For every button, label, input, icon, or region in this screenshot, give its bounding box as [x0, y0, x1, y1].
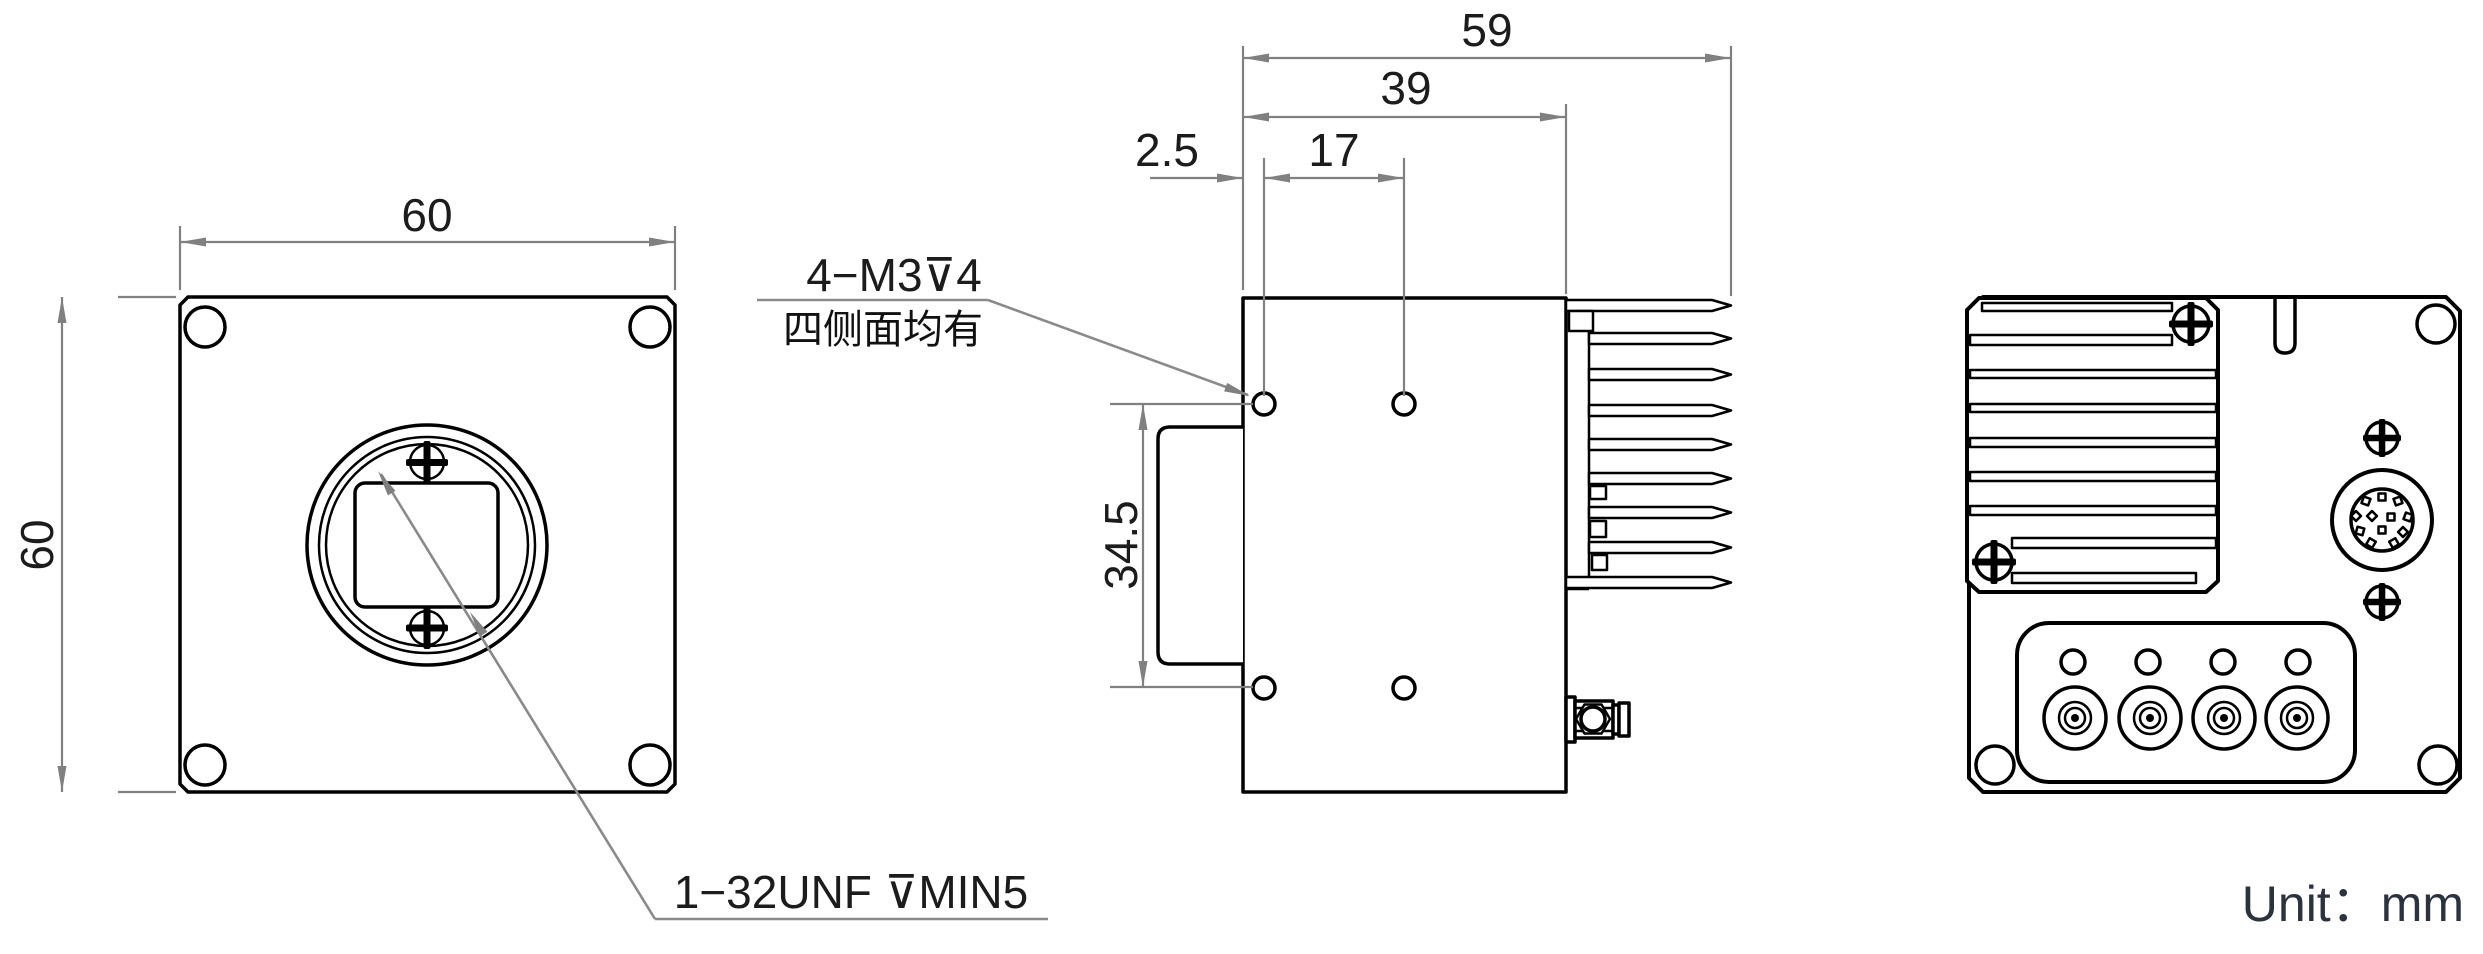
heatsink-slot-6: [1968, 470, 2218, 483]
back-corner-hole-br: [2417, 744, 2459, 786]
dim-front-width: 60: [178, 189, 677, 290]
lens-screw-bottom: [406, 607, 448, 649]
front-panel-outline: [178, 295, 677, 794]
m12-connector: [2330, 468, 2434, 572]
heatsink-slot-4: [1968, 402, 2218, 414]
dim-hole-row-spacing: 34.5: [1095, 402, 1253, 689]
fin-4: [1587, 403, 1733, 418]
side-hole-bottom-rear: [1391, 675, 1417, 701]
front-corner-hole-bl: [183, 743, 227, 787]
heatsink-slot-5: [1968, 436, 2218, 449]
led-indicator-1: [2059, 648, 2087, 676]
fin-clip-1: [1588, 484, 1608, 501]
m12-pins: [2349, 492, 2414, 550]
dim-label-hole-row-spacing: 34.5: [1095, 500, 1147, 590]
leader-lens-thread-note: 1−32UNF ⊽MIN5: [378, 471, 1048, 921]
note-side-holes-line1: 4−M3⊽4: [806, 249, 982, 301]
heat-sink-back: [1965, 296, 2220, 594]
heatsink-slot-8: [2010, 536, 2218, 550]
heatsink-slot-7: [1968, 504, 2218, 517]
heat-sink-side: [1564, 298, 1733, 591]
unit-note: Unit：mm: [2242, 876, 2464, 932]
front-view: 60 60: [11, 189, 677, 794]
lens-screw-top: [406, 441, 448, 483]
back-screw-left: [1972, 540, 2016, 584]
fin-3: [1587, 367, 1733, 382]
fin-9: [1564, 575, 1733, 590]
fin-5: [1587, 437, 1733, 452]
back-top-slot: [2273, 296, 2297, 355]
dim-front-height: 60: [11, 295, 176, 794]
io-connector-panel: [2015, 621, 2357, 784]
lens-mid-ring: [317, 435, 537, 655]
fin-2: [1587, 331, 1733, 346]
dim-label-total-depth: 59: [1461, 4, 1512, 56]
side-view: 59 39 2.5 17 34.5: [378, 4, 1733, 921]
thumbscrew-head: [1579, 705, 1607, 733]
coax-connector-1: [2042, 685, 2108, 751]
lens-outer-ring: [305, 423, 549, 667]
side-thumbscrew: [1564, 695, 1631, 744]
side-hole-bottom-front: [1251, 675, 1277, 701]
fin-7: [1587, 505, 1733, 520]
heatsink-slot-1: [1980, 301, 2174, 313]
dim-hole-offset: 2.5: [1135, 124, 1243, 183]
side-lens-protrusion: [1156, 425, 1243, 666]
front-corner-hole-tr: [628, 305, 672, 349]
heatsink-slot-9: [2010, 571, 2198, 585]
side-hole-top-rear: [1391, 391, 1417, 417]
m12-inner: [2349, 487, 2415, 553]
side-hole-top-front: [1251, 391, 1277, 417]
io-panel-outline: [2015, 621, 2357, 784]
led-indicator-2: [2134, 648, 2162, 676]
led-indicator-3: [2209, 648, 2237, 676]
heatsink-slot-2: [1968, 333, 2174, 347]
fin-8: [1587, 540, 1733, 555]
fin-clip-2: [1588, 519, 1608, 539]
back-view: [1965, 295, 2462, 794]
back-screw-top: [2169, 302, 2213, 346]
back-screw-right-upper: [2363, 419, 2401, 457]
fin-1: [1564, 298, 1733, 313]
dim-label-body-depth: 39: [1380, 62, 1431, 114]
dim-hole-pitch: 17: [1262, 124, 1406, 396]
note-side-holes-line2: 四侧面均有: [783, 308, 983, 352]
back-screw-right-lower: [2363, 583, 2401, 621]
m12-outer: [2330, 468, 2434, 572]
coax-connector-4: [2264, 685, 2330, 751]
coax-connector-2: [2117, 685, 2183, 751]
led-indicator-4: [2284, 648, 2312, 676]
dim-label-front-width: 60: [401, 189, 452, 241]
dim-label-front-height: 60: [11, 519, 63, 570]
fin-clip-3: [1590, 553, 1609, 572]
front-corner-hole-br: [628, 743, 672, 787]
back-corner-hole-bl: [1974, 744, 2016, 786]
coax-connector-3: [2191, 685, 2257, 751]
note-lens-thread: 1−32UNF ⊽MIN5: [674, 866, 1029, 918]
leader-side-holes-note: 4−M3⊽4 四侧面均有: [757, 249, 1250, 397]
fin-base-step: [1567, 309, 1595, 333]
dim-label-hole-pitch: 17: [1308, 124, 1359, 176]
dim-side-body-depth: 39: [1243, 62, 1568, 294]
lens-mount: [305, 423, 549, 667]
fin-6: [1587, 471, 1733, 486]
back-corner-hole-tr: [2415, 303, 2457, 345]
dim-label-hole-offset: 2.5: [1135, 124, 1199, 176]
dim-side-total-depth: 59: [1241, 4, 1733, 296]
heatsink-slot-3: [1968, 368, 2218, 380]
front-corner-hole-tl: [183, 305, 227, 349]
